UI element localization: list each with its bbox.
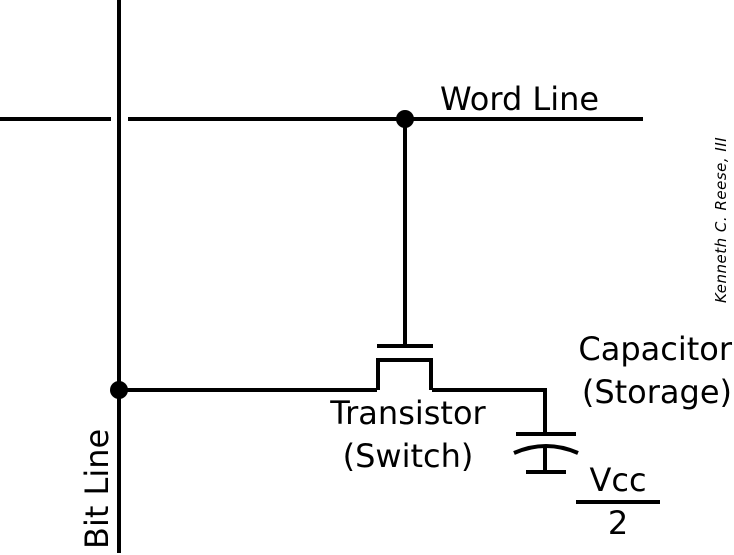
source-wire (119, 388, 377, 392)
bit-line-label: Bit Line (78, 428, 116, 549)
transistor-label: Transistor (Switch) (298, 392, 518, 478)
capacitor-terminal-bar (526, 470, 566, 474)
transistor-label-line1: Transistor (330, 394, 486, 432)
supply-voltage-numerator: Vcc (576, 460, 660, 504)
supply-voltage-fraction: Vcc 2 (576, 460, 660, 542)
supply-voltage-denominator: 2 (607, 504, 629, 542)
capacitor-top-plate (516, 432, 576, 436)
capacitor-label-line1: Capacitor (578, 330, 732, 368)
capacitor-label-line2: (Storage) (581, 373, 732, 411)
capacitor-stem-bottom (543, 448, 547, 472)
word-line-wire-right-segment (128, 117, 643, 121)
capacitor-label: Capacitor (Storage) (540, 328, 732, 414)
bit-line-wire (117, 0, 121, 553)
word-line-junction-dot (396, 110, 414, 128)
word-line-label: Word Line (440, 80, 600, 118)
transistor-channel-top (376, 358, 433, 362)
word-line-wire-left-segment (0, 117, 111, 121)
transistor-channel-right-leg (429, 358, 433, 390)
capacitor-curved-plate (513, 444, 579, 455)
capacitor-stem-top (543, 390, 547, 432)
transistor-gate-bar (377, 344, 433, 348)
credit-label: Kenneth C. Reese, III (712, 136, 730, 303)
transistor-channel-left-leg (376, 358, 380, 390)
transistor-gate-wire (403, 121, 407, 348)
transistor-label-line2: (Switch) (342, 437, 474, 475)
drain-wire (432, 388, 547, 392)
